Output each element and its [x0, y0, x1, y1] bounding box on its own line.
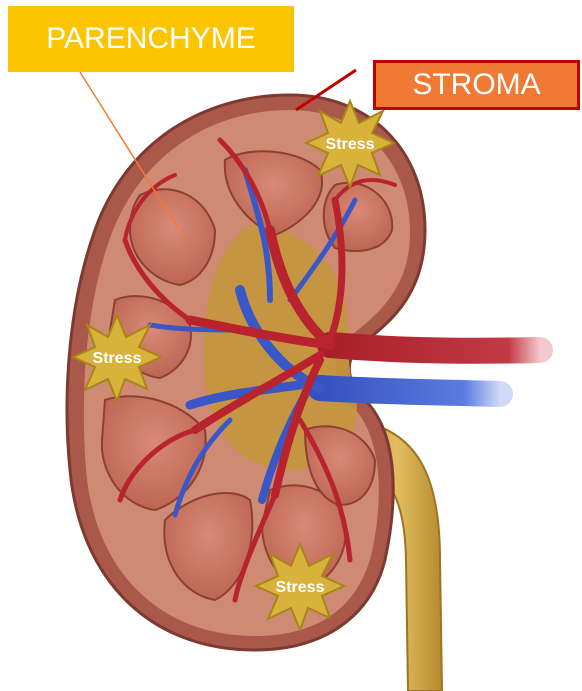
- parenchyme-label: PARENCHYME: [8, 6, 294, 72]
- stroma-label-text: STROMA: [412, 70, 540, 100]
- stress-label: Stress: [93, 350, 142, 367]
- parenchyme-label-text: PARENCHYME: [46, 24, 255, 54]
- stress-label: Stress: [326, 136, 375, 153]
- stress-label: Stress: [276, 579, 325, 596]
- stroma-label: STROMA: [373, 60, 580, 110]
